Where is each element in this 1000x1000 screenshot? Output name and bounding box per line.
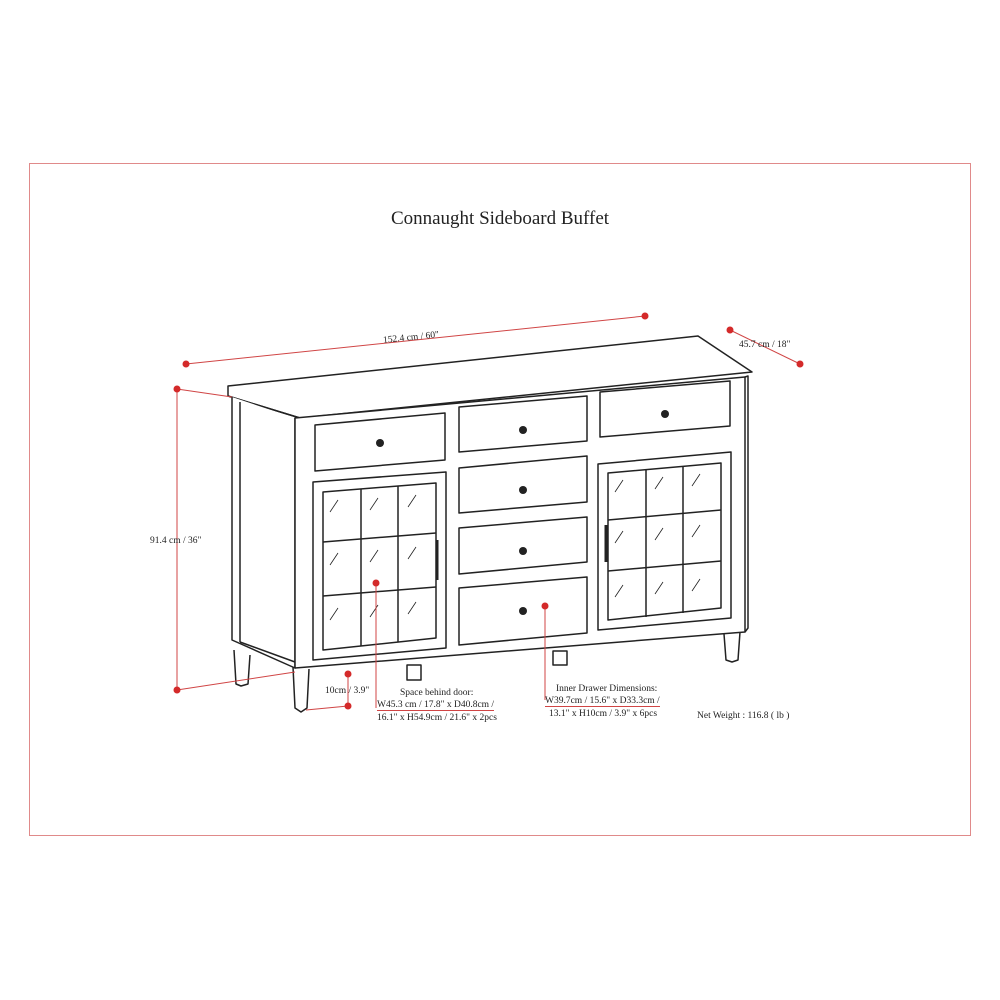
dimension-dot [726, 326, 734, 334]
inner-drawer-line2: 13.1" x H10cm / 3.9" x 6pcs [549, 709, 658, 719]
dimension-dots [173, 312, 804, 710]
dimension-dot [173, 686, 181, 694]
knob-icon [519, 486, 527, 494]
depth-dimension-line [729, 329, 801, 365]
drawer-2 [458, 455, 588, 514]
drawer-4 [458, 576, 588, 646]
drawer-knobs [376, 410, 669, 615]
knob-icon [519, 607, 527, 615]
drawer-top-right [599, 380, 731, 438]
knob-icon [661, 410, 669, 418]
dimension-dot [344, 670, 352, 678]
left-door [312, 471, 447, 661]
leg-front-left [292, 666, 310, 713]
inner-drawer-heading: Inner Drawer Dimensions: [556, 684, 658, 694]
sideboard-top [227, 335, 753, 419]
knob-icon [519, 547, 527, 555]
space-behind-door-heading: Space behind door: [400, 688, 474, 698]
knob-icon [519, 426, 527, 434]
net-weight-label: Net Weight : 116.8 ( lb ) [697, 711, 790, 721]
knob-icon [376, 439, 384, 447]
leg-back-mid1 [406, 664, 422, 681]
dimension-dot [372, 579, 380, 587]
drawer-3 [458, 516, 588, 575]
width-dimension-line [185, 315, 646, 365]
height-ext-bottom [176, 671, 296, 691]
diagram-border [29, 163, 971, 836]
space-behind-door-line1: W45.3 cm / 17.8" x D40.8cm / [377, 700, 495, 711]
leg-front-right [723, 631, 741, 663]
drawer-top-left [314, 412, 446, 472]
height-ext-top [176, 388, 233, 398]
inner-drawer-line1: W39.7cm / 15.6" x D33.3cm / [545, 696, 660, 707]
diagram-title: Connaught Sideboard Buffet [390, 208, 610, 229]
leg-back-left [233, 649, 251, 687]
dimension-dot [641, 312, 649, 320]
leg-height-label: 10cm / 3.9" [325, 686, 370, 696]
leg-back-mid2 [552, 650, 568, 666]
right-door [597, 451, 732, 631]
dimension-dot [541, 602, 549, 610]
left-side-panel [231, 397, 296, 669]
dimension-dot [182, 360, 190, 368]
dimension-dot [796, 360, 804, 368]
space-behind-door-line2: 16.1" x H54.9cm / 21.6" x 2pcs [377, 713, 497, 723]
dimension-dot [173, 385, 181, 393]
drawer-1 [458, 395, 588, 453]
sideboard-line-art [227, 335, 753, 713]
depth-label: 45.7 cm / 18" [739, 340, 791, 350]
height-label: 91.4 cm / 36" [150, 536, 202, 546]
dimension-lines [176, 315, 801, 711]
dimension-dot [344, 702, 352, 710]
